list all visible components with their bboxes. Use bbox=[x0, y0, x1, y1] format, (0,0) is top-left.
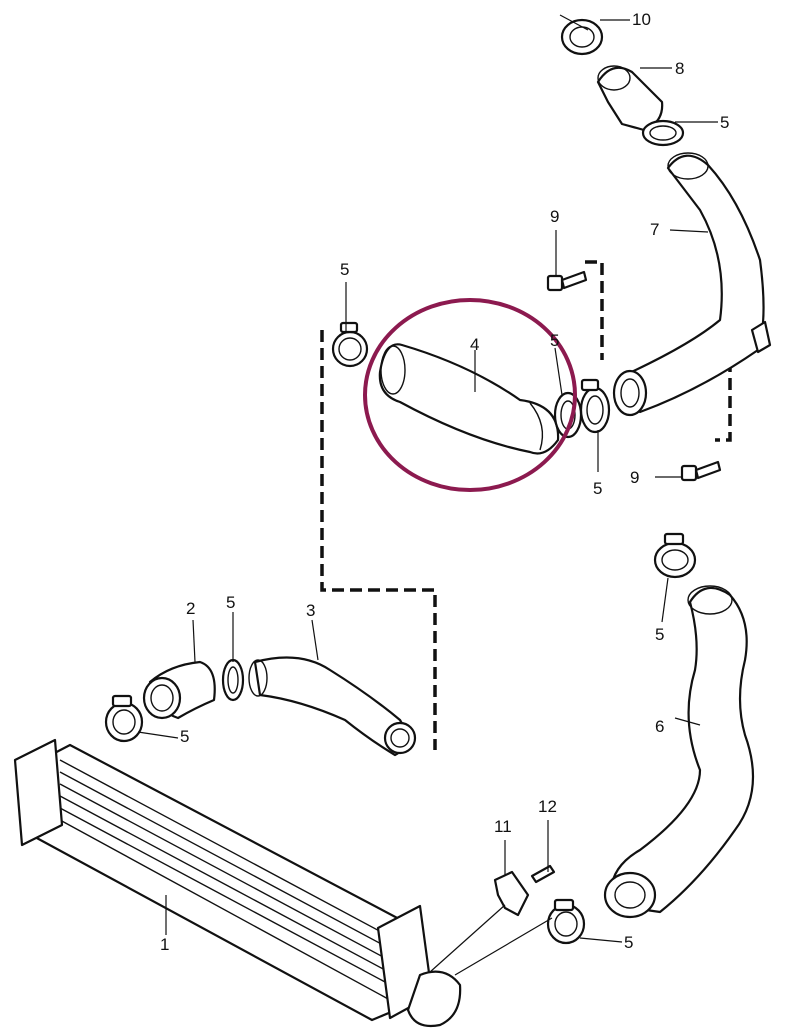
callout-2: 2 bbox=[186, 599, 195, 618]
part-9-bolt-lower bbox=[680, 460, 722, 482]
callout-5-top: 5 bbox=[720, 113, 729, 132]
part-8-connector-sleeve bbox=[596, 65, 664, 132]
callout-5-hose4-right-a: 5 bbox=[550, 331, 559, 350]
part-5-clamp-hose6-bottom bbox=[546, 898, 586, 945]
part-5-clamp-elbow-left bbox=[104, 694, 144, 743]
callout-5-hose6-top: 5 bbox=[655, 625, 664, 644]
part-6-lower-hose bbox=[603, 585, 755, 919]
callout-4: 4 bbox=[470, 335, 479, 354]
callout-labels: 10 8 5 7 9 5 4 5 5 9 5 6 2 5 3 5 11 12 1… bbox=[160, 10, 729, 954]
part-4-intercooler-hose bbox=[378, 343, 560, 455]
callout-1: 1 bbox=[160, 935, 169, 954]
part-7-upper-pipe bbox=[612, 152, 772, 417]
callout-9-lower: 9 bbox=[630, 468, 639, 487]
part-5-clamp-hose4-left bbox=[331, 321, 369, 368]
highlight-circle bbox=[363, 298, 577, 492]
callout-12: 12 bbox=[538, 797, 557, 816]
dashed-assembly-lines bbox=[320, 260, 732, 750]
part-5-clamp-hose6-top bbox=[653, 532, 697, 579]
part-10-seal-ring bbox=[560, 18, 604, 56]
part-11-sensor bbox=[493, 870, 530, 917]
part-5-clamp-hose4-right-b bbox=[579, 378, 611, 434]
callout-5-hose4-right-b: 5 bbox=[593, 479, 602, 498]
part-2-elbow bbox=[142, 660, 216, 720]
callout-9-upper: 9 bbox=[550, 207, 559, 226]
callout-5-elbow-right: 5 bbox=[226, 593, 235, 612]
callout-8: 8 bbox=[675, 59, 684, 78]
callout-5-hose4-left: 5 bbox=[340, 260, 349, 279]
part-9-bolt-upper bbox=[546, 270, 588, 292]
callout-10: 10 bbox=[632, 10, 651, 29]
part-5-clamp-elbow-right bbox=[221, 658, 245, 702]
callout-11: 11 bbox=[494, 817, 512, 836]
callout-6: 6 bbox=[655, 717, 664, 736]
callout-5-hose6-bottom: 5 bbox=[624, 933, 633, 952]
leader-lines bbox=[137, 14, 718, 976]
part-5-clamp-top bbox=[641, 119, 685, 147]
part-1-intercooler bbox=[13, 738, 462, 1028]
callout-7: 7 bbox=[650, 220, 659, 239]
part-12-screw bbox=[530, 864, 556, 884]
callout-5-elbow-left: 5 bbox=[180, 727, 189, 746]
callout-3: 3 bbox=[306, 601, 315, 620]
part-3-middle-hose bbox=[248, 656, 417, 757]
